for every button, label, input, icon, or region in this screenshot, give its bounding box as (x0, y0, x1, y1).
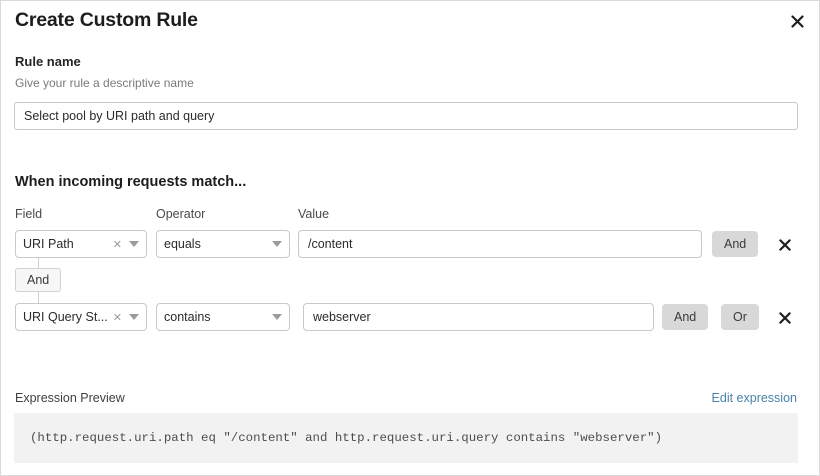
expression-preview-box: (http.request.uri.path eq "/content" and… (14, 413, 798, 463)
group-connector-and[interactable]: And (15, 268, 62, 292)
expression-code: (http.request.uri.path eq "/content" and… (30, 431, 663, 445)
and-button-row-1[interactable]: And (712, 231, 759, 257)
clear-icon[interactable]: ✕ (112, 238, 122, 251)
column-header-value: Value (298, 207, 330, 221)
operator-select-row-2-value: contains (164, 310, 211, 324)
connector-line-top (38, 258, 39, 269)
chevron-down-icon[interactable] (272, 241, 282, 247)
field-select-row-2-value: URI Query St... (23, 310, 108, 324)
expression-preview-label: Expression Preview (15, 391, 125, 405)
operator-select-row-2[interactable]: contains (156, 303, 290, 331)
edit-expression-link[interactable]: Edit expression (711, 391, 797, 405)
chevron-down-icon[interactable] (129, 314, 139, 320)
clear-icon[interactable]: ✕ (112, 311, 122, 324)
page-title: Create Custom Rule (15, 9, 198, 31)
rule-name-label: Rule name (15, 54, 81, 69)
rule-name-input[interactable] (14, 102, 798, 130)
match-section-heading: When incoming requests match... (15, 174, 247, 190)
field-select-row-2[interactable]: URI Query St... ✕ (15, 303, 147, 331)
chevron-down-icon[interactable] (272, 314, 282, 320)
field-select-row-1-value: URI Path (23, 237, 74, 251)
or-button-row-2[interactable]: Or (721, 304, 759, 330)
connector-line-bottom (38, 292, 39, 303)
chevron-down-icon[interactable] (129, 241, 139, 247)
rule-name-description: Give your rule a descriptive name (15, 76, 194, 90)
value-input-row-2[interactable] (303, 303, 654, 331)
operator-select-row-1[interactable]: equals (156, 230, 290, 258)
operator-select-row-1-value: equals (164, 237, 201, 251)
group-connector-label: And (27, 273, 50, 287)
column-header-operator: Operator (156, 207, 206, 221)
and-button-row-2[interactable]: And (662, 304, 709, 330)
field-select-row-1[interactable]: URI Path ✕ (15, 230, 147, 258)
value-input-row-1[interactable] (298, 230, 702, 258)
close-icon[interactable] (785, 9, 809, 33)
delete-row-2-icon[interactable] (776, 309, 794, 327)
column-header-field: Field (15, 207, 43, 221)
delete-row-1-icon[interactable] (776, 236, 794, 254)
